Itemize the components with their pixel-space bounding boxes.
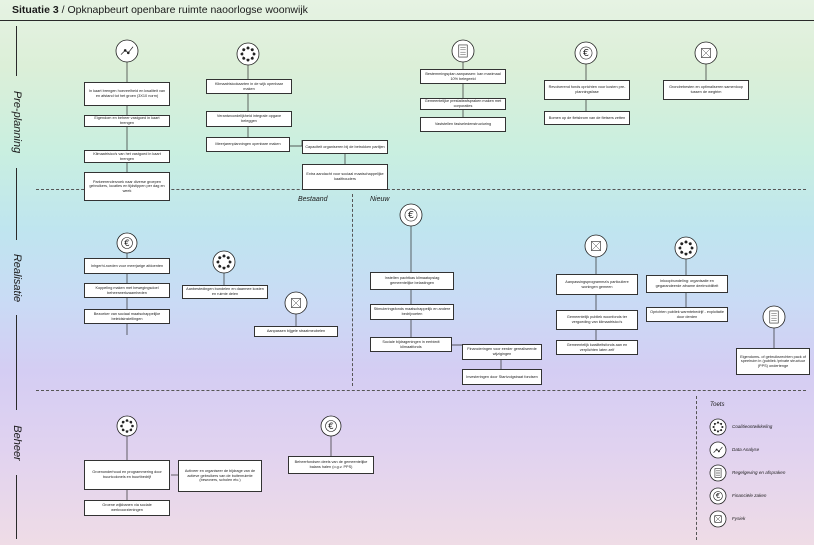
network-icon bbox=[236, 42, 260, 66]
node-structure-establish: Vaststellen fasiseledenstructuring bbox=[420, 117, 506, 132]
euro-icon: € bbox=[399, 203, 423, 227]
node-trees: Bomen op de fietsbrom van de fietsers ze… bbox=[544, 111, 630, 125]
node-street-furniture: Aanpassen bijgele straatmeubelen bbox=[254, 326, 338, 337]
node-multiyear-planning: Meerjarenplanningen openbare maken bbox=[206, 137, 290, 152]
node-stimulus-fund: Stimuleringsfonds maatschappelijk en and… bbox=[370, 304, 454, 320]
node-adaptation-programmes: Aanpassingsprogramma's particuliere woni… bbox=[556, 274, 638, 295]
euro-icon: € bbox=[574, 41, 598, 65]
phase-label-pre-planning: Pre-planning bbox=[11, 90, 23, 154]
node-climate-risks-property: Klimaatrisico's van het vastgoed in kaar… bbox=[84, 150, 170, 163]
node-maintenance-funds: Beheerfondsen deels van de gemeentelijke… bbox=[288, 456, 374, 474]
phase-separator bbox=[36, 390, 806, 391]
svg-text:€: € bbox=[716, 492, 720, 500]
cube-icon bbox=[284, 291, 308, 315]
node-maintenance-link: Koppeling maken met bewegingsdoel beheer… bbox=[84, 283, 170, 298]
node-green-jobs: Groene wijkbanen via sociale werkvoorzie… bbox=[84, 500, 170, 516]
node-capacity: Capaciteit organiseren bij de betrokken … bbox=[302, 140, 388, 154]
title-situation: Situatie 3 bbox=[12, 4, 59, 16]
euro-icon: € bbox=[116, 232, 138, 254]
title-subtitle: / Opknapbeurt openbare ruimte naoorlogse… bbox=[58, 4, 308, 16]
node-responsibility: Verantwoordelijkheid integrale opgave be… bbox=[206, 111, 292, 127]
node-activate-users: Activeer en organiseer de bijdrage van d… bbox=[178, 460, 262, 492]
column-separator bbox=[352, 194, 353, 386]
node-quality-fund: Gemeentelijk kwaliteitsfonds aan en verp… bbox=[556, 340, 638, 355]
column-label-bestaand: Bestaand bbox=[298, 196, 328, 203]
chart-icon bbox=[115, 39, 139, 63]
network-icon bbox=[116, 415, 138, 437]
node-social-contributions: Sociale bijdrageningen in eerbiedt klima… bbox=[370, 337, 452, 352]
node-heat-company: Oprichten publiek warmtebedrijf - exploi… bbox=[646, 307, 728, 322]
legend-label: Coalitieontwikkeling bbox=[732, 424, 773, 429]
svg-text:€: € bbox=[408, 210, 414, 221]
node-climate-levy: Instellen pachtkas klimaatopslag gemeent… bbox=[370, 272, 454, 290]
legend-label: Fysiek bbox=[732, 516, 746, 521]
phase-axis-line bbox=[16, 26, 17, 76]
document-icon bbox=[762, 305, 786, 329]
euro-icon: € bbox=[709, 487, 727, 505]
node-performance-agreements: Gemeentelijke prestatieafspraken maken m… bbox=[420, 98, 506, 110]
svg-text:€: € bbox=[583, 48, 589, 59]
network-icon bbox=[674, 236, 698, 260]
node-green-maintenance: Groenonderhoud en programmering door buu… bbox=[84, 460, 170, 490]
legend-label: Data Analyse bbox=[732, 447, 760, 452]
node-property-ownership: Eigendom en beheer vastgoed in kaart bre… bbox=[84, 115, 170, 127]
page-title: Situatie 3 / Opknapbeurt openbare ruimte… bbox=[12, 4, 308, 16]
column-label-nieuw: Nieuw bbox=[370, 196, 390, 203]
svg-text:€: € bbox=[124, 239, 129, 249]
cube-icon bbox=[709, 510, 727, 528]
chart-icon bbox=[709, 441, 727, 459]
phase-axis-line bbox=[16, 315, 17, 410]
phase-label-beheer: Beheer bbox=[11, 425, 23, 461]
phase-axis-line bbox=[16, 475, 17, 539]
legend-title: Toets bbox=[710, 402, 725, 408]
node-purchase-bundling: Inkoopbundeling: organisatie en gegarand… bbox=[646, 275, 728, 293]
phase-separator bbox=[36, 189, 806, 190]
document-icon bbox=[451, 39, 475, 63]
network-icon bbox=[212, 250, 236, 274]
node-ownership-rights: Eigendoms- of gebruiksrechten pack of sp… bbox=[736, 348, 810, 375]
node-housing-fund: Gemeentelijk publiek woonfonds ter vergo… bbox=[556, 310, 638, 330]
node-soil-optimisation: Grondrebesten en optimaliseren samenloop… bbox=[663, 80, 749, 100]
phase-axis-line bbox=[16, 168, 17, 240]
cube-icon bbox=[584, 234, 608, 258]
node-financing: Financieringen voor eerder gerealiseerde… bbox=[462, 344, 542, 360]
node-social-institutions: Bezoeker van sociaal maatschappelijke be… bbox=[84, 309, 170, 324]
network-icon bbox=[709, 418, 727, 436]
node-green-inventory: In kaart brengen hoeveelheid en kwalitei… bbox=[84, 82, 170, 106]
node-climate-risk-maps: Klimaatrisicokaarten in de wijk openbaar… bbox=[206, 79, 292, 94]
svg-text:€: € bbox=[328, 422, 333, 432]
euro-icon: € bbox=[320, 415, 342, 437]
node-bundle-tenders: Aanbestedingen bundelen en daarmee koste… bbox=[182, 285, 268, 299]
title-rule bbox=[0, 20, 814, 21]
cube-icon bbox=[694, 41, 718, 65]
document-icon bbox=[709, 464, 727, 482]
legend-label: Regelgeving en afspraken bbox=[732, 470, 786, 475]
node-revolving-fund: Revolverend fonds oprichten voor kosten … bbox=[544, 80, 630, 100]
node-investments: Investeringen door Startvolgstraat fonds… bbox=[462, 369, 542, 385]
node-multiyear-input: Inhgerhi-roeden voor meerjarige afdoente… bbox=[84, 258, 170, 274]
legend-label: Financiële zaken bbox=[732, 493, 767, 498]
node-parking-study: Parkeerenderzoek naar diverse groepen ge… bbox=[84, 172, 170, 201]
phase-label-realisatie: Realisatie bbox=[11, 253, 23, 303]
node-zoning-plan: Bestemmingsplan aanpassen: kan maximaal … bbox=[420, 69, 506, 84]
node-social-attention: Extra aandacht voor sociaal maatschappel… bbox=[302, 164, 388, 190]
legend-separator bbox=[696, 396, 697, 540]
